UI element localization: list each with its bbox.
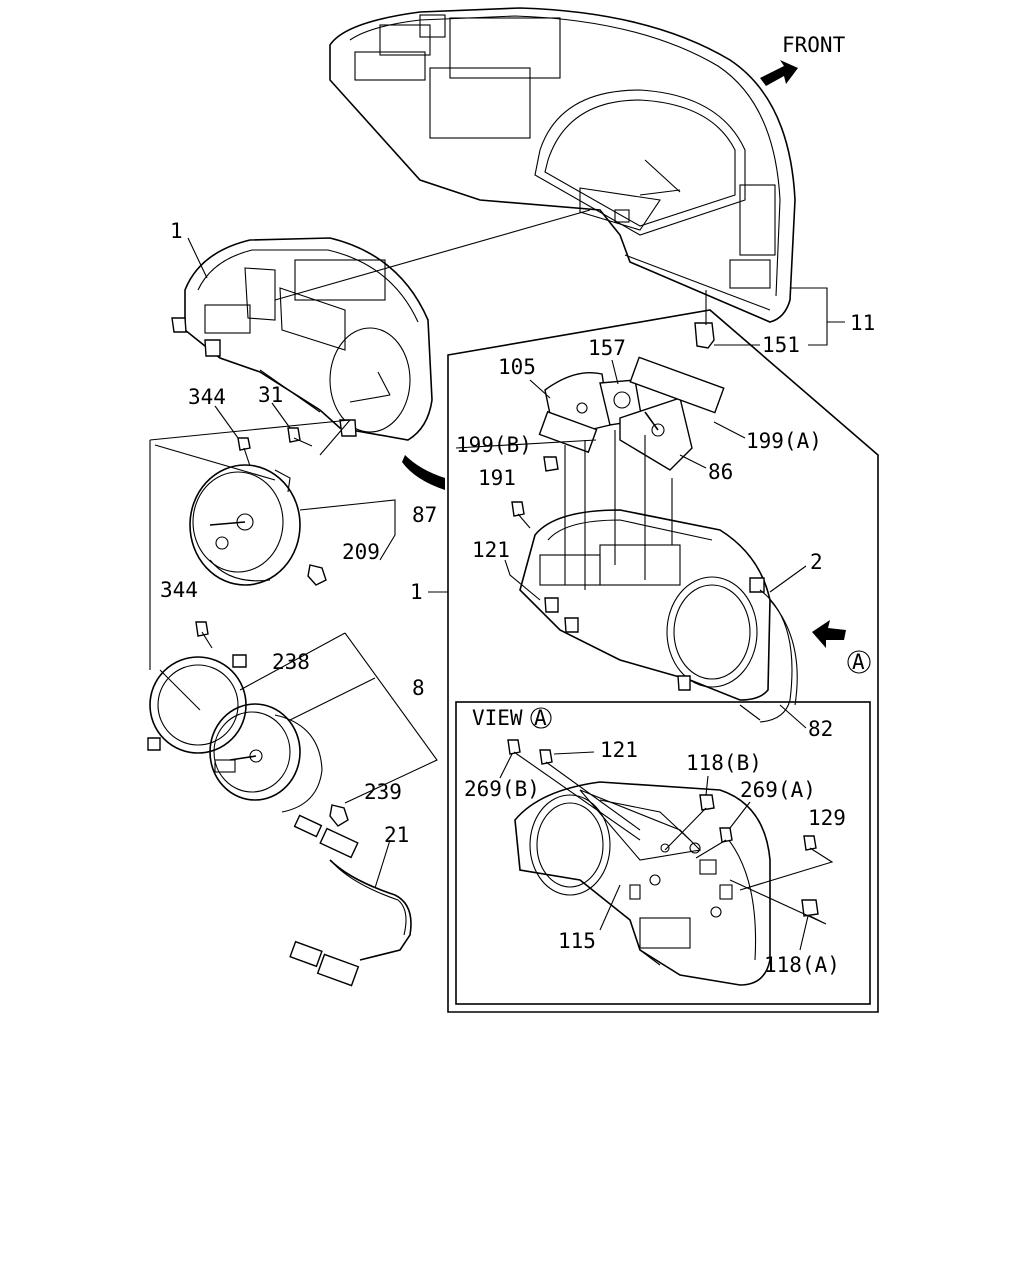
screw-121-left xyxy=(511,501,525,517)
callout-191: 191 xyxy=(478,466,516,490)
callout-31: 31 xyxy=(258,383,283,407)
callout-151: 151 xyxy=(762,333,800,357)
screw-129 xyxy=(803,835,817,851)
screw-269a xyxy=(719,827,733,843)
callout-118a: 118(A) xyxy=(764,953,840,977)
screw-31 xyxy=(287,427,301,443)
circuit-board xyxy=(514,781,771,986)
speedometer-assembly xyxy=(147,654,349,827)
callout-199b: 199(B) xyxy=(456,433,532,457)
callout-87: 87 xyxy=(412,503,437,527)
ref-marker: A xyxy=(852,650,865,674)
front-arrow-icon xyxy=(760,60,798,86)
screw-344-top xyxy=(237,437,251,451)
callout-269b: 269(B) xyxy=(464,777,540,801)
callout-121-view: 121 xyxy=(600,738,638,762)
callout-82: 82 xyxy=(808,717,833,741)
front-label: FRONT xyxy=(782,33,846,57)
wiring-harness xyxy=(289,814,412,987)
view-a-frame xyxy=(455,701,871,1005)
callout-1-top: 1 xyxy=(170,219,183,243)
callout-199a: 199(A) xyxy=(746,429,822,453)
screw-121-view xyxy=(539,749,553,765)
cluster-housing xyxy=(519,509,798,723)
callout-129: 129 xyxy=(808,806,846,830)
callout-2: 2 xyxy=(810,550,823,574)
callout-238: 238 xyxy=(272,650,310,674)
tachometer-gauge xyxy=(189,464,327,586)
detail-frame xyxy=(447,309,879,1013)
instrument-cluster-assembly xyxy=(171,237,433,441)
callout-118b: 118(B) xyxy=(686,751,762,775)
curved-arrow-icon xyxy=(402,455,445,490)
screw-344-mid xyxy=(195,621,209,637)
callout-105: 105 xyxy=(498,355,536,379)
nut-118b xyxy=(699,794,715,811)
callout-121-left: 121 xyxy=(472,538,510,562)
view-ref-circle-icon xyxy=(530,707,552,729)
callout-157: 157 xyxy=(588,336,626,360)
callout-269a: 269(A) xyxy=(740,778,816,802)
callout-344-top: 344 xyxy=(188,385,226,409)
screw-269b xyxy=(507,739,521,755)
callout-1-side: 1 xyxy=(410,580,423,604)
callout-115: 115 xyxy=(558,929,596,953)
view-arrow-icon xyxy=(812,620,846,648)
callout-239: 239 xyxy=(364,780,402,804)
front-direction: FRONT xyxy=(760,33,846,86)
callout-11: 11 xyxy=(850,311,875,335)
callout-344-mid: 344 xyxy=(160,578,198,602)
callout-86: 86 xyxy=(708,460,733,484)
nut-118a xyxy=(801,899,819,917)
dashboard-panel xyxy=(329,7,796,349)
view-ref: A xyxy=(534,706,547,730)
callout-8: 8 xyxy=(412,676,425,700)
view-label: VIEW xyxy=(472,706,523,730)
gauge-faces xyxy=(538,356,725,471)
callout-209: 209 xyxy=(342,540,380,564)
ref-marker-circle-icon xyxy=(847,650,871,674)
callout-21: 21 xyxy=(384,823,409,847)
